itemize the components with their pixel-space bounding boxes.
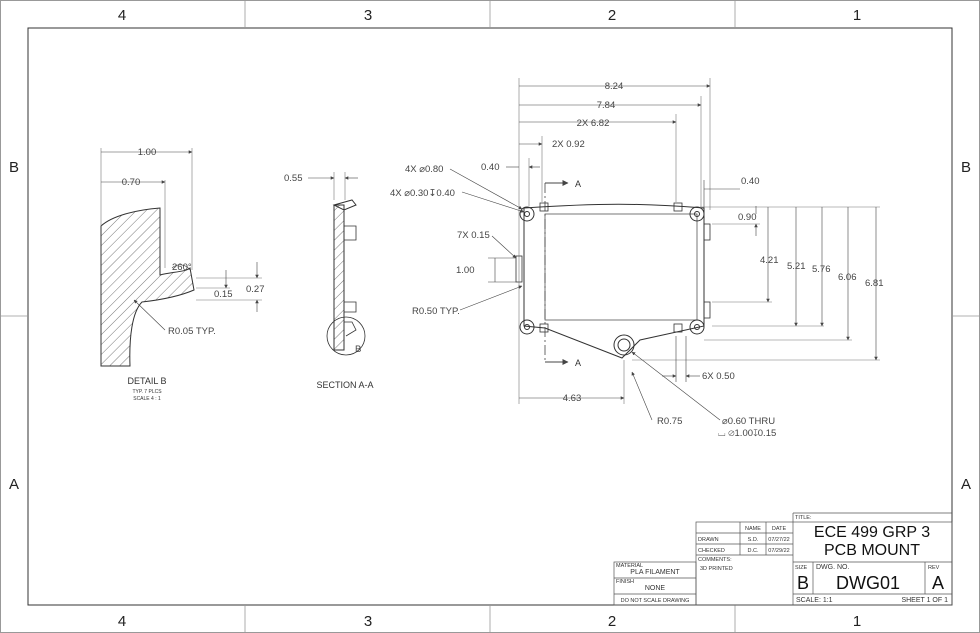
main-pocket	[544, 213, 698, 321]
tb-scale: SCALE: 1:1	[796, 597, 833, 604]
main-dim-6-82: 2X 6.82	[577, 118, 610, 129]
main-callout-thru-hole: ⌀0.60 THRU	[722, 416, 775, 427]
main-view: A A 8.24 7.84 2X 6.82 2X 0.92 0.40 4.63	[390, 78, 884, 439]
detail-b-view: 1.00 0.70 260° 0.15 0.27 R0.05 TYP. DETA…	[100, 147, 265, 402]
tb-title-line-1: ECE 499 GRP 3	[814, 524, 930, 541]
detail-b-subtitle-plcs: TYP. 7 PLCS	[132, 389, 162, 395]
detail-b-title: DETAIL B	[127, 376, 166, 386]
detail-b-dim-0-15: 0.15	[214, 289, 233, 300]
tb-date-header: DATE	[772, 526, 787, 532]
main-dim-4-63: 4.63	[563, 393, 582, 404]
main-dim-7-84: 7.84	[597, 100, 616, 111]
zone-col-2-top: 2	[608, 7, 616, 24]
section-aa-wall	[333, 204, 345, 351]
tb-material-label: MATERIAL	[616, 563, 643, 569]
main-callout-counterbore: ⌴ ⌀1.00↧0.15	[718, 428, 776, 439]
main-dim-4-21: 4.21	[760, 255, 779, 266]
tb-do-not-scale: DO NOT SCALE DRAWING	[621, 598, 690, 604]
section-aa-detail-label: B	[355, 344, 361, 355]
main-callout-r0-75: R0.75	[657, 416, 682, 427]
zone-col-1-top: 1	[853, 7, 861, 24]
tb-comments-value: 3D PRINTED	[700, 566, 733, 572]
tb-drawn-label: DRAWN	[698, 537, 719, 543]
main-dim-6-06: 6.06	[838, 272, 857, 283]
zone-col-2-bottom: 2	[608, 613, 616, 630]
main-dim-0-40-right: 0.40	[741, 176, 760, 187]
tb-material-value: PLA FILAMENT	[630, 569, 680, 576]
zone-row-b-left: B	[9, 159, 19, 176]
detail-b-subtitle-scale: SCALE 4 : 1	[133, 396, 161, 402]
detail-b-section-shape	[100, 207, 195, 367]
main-callout-hole-0-30: 4X ⌀0.30↧0.40	[390, 188, 455, 199]
section-aa-title: SECTION A-A	[316, 380, 373, 390]
section-arrow-a-bottom: A	[575, 358, 581, 368]
zone-col-4-top: 4	[118, 7, 126, 24]
detail-b-dim-0-27: 0.27	[246, 284, 265, 295]
tb-finish-value: NONE	[645, 585, 666, 592]
tb-rev-label: REV	[928, 565, 940, 571]
title-block	[613, 512, 953, 606]
tb-name-header: NAME	[745, 526, 761, 532]
zone-row-b-right: B	[961, 159, 971, 176]
detail-b-dim-0-70: 0.70	[122, 177, 141, 188]
zone-labels: 4 3 2 1 4 3 2 1 B B A A	[9, 7, 971, 630]
tb-checked-label: CHECKED	[698, 548, 725, 554]
zone-row-a-right: A	[961, 476, 971, 493]
tb-comments-label: COMMENTS:	[698, 557, 732, 563]
tb-checked-name: D.C.	[748, 548, 759, 554]
title-block-text: TITLE: ECE 499 GRP 3 PCB MOUNT NAME DATE…	[616, 515, 948, 604]
detail-b-dim-1-00: 1.00	[138, 147, 157, 158]
section-aa-dim-0-55: 0.55	[284, 173, 303, 184]
main-dim-5-76: 5.76	[812, 264, 831, 275]
tb-finish-label: FINISH	[616, 579, 634, 585]
tb-size-value: B	[797, 573, 809, 593]
zone-col-3-bottom: 3	[364, 613, 372, 630]
zone-col-4-bottom: 4	[118, 613, 126, 630]
main-callout-7x-0-15: 7X 0.15	[457, 230, 490, 241]
main-dim-8-24: 8.24	[605, 81, 624, 92]
tb-title-line-2: PCB MOUNT	[824, 542, 920, 559]
main-dim-5-21: 5.21	[787, 261, 806, 272]
inner-frame	[27, 27, 953, 606]
main-dim-0-92: 2X 0.92	[552, 139, 585, 150]
detail-b-dim-r0-05: R0.05 TYP.	[168, 326, 216, 337]
section-arrow-a-top: A	[575, 179, 581, 189]
main-outline	[523, 203, 705, 359]
main-dim-1-00: 1.00	[456, 265, 475, 276]
zone-col-1-bottom: 1	[853, 613, 861, 630]
tb-dwg-label: DWG. NO.	[816, 564, 849, 571]
zone-col-3-top: 3	[364, 7, 372, 24]
tb-sheet: SHEET 1 OF 1	[901, 597, 948, 604]
tb-dwg-value: DWG01	[836, 573, 900, 593]
zone-row-a-left: A	[9, 476, 19, 493]
tb-drawn-date: 07/27/22	[768, 537, 789, 543]
main-dim-6-81: 6.81	[865, 278, 884, 289]
main-dim-0-40-left: 0.40	[481, 162, 500, 173]
tb-rev-value: A	[932, 573, 944, 593]
tb-checked-date: 07/29/22	[768, 548, 789, 554]
section-aa-detail-circle	[326, 316, 366, 356]
detail-b-dim-angle: 260°	[172, 262, 192, 273]
main-callout-6x-0-50: 6X 0.50	[702, 371, 735, 382]
main-callout-r0-50: R0.50 TYP.	[412, 306, 460, 317]
tb-title-label: TITLE:	[795, 515, 812, 521]
section-aa-view: 0.55 B SECTION A-A	[284, 172, 374, 390]
main-callout-hole-0-80: 4X ⌀0.80	[405, 164, 443, 175]
mounting-holes	[519, 206, 705, 356]
main-dim-0-90: 0.90	[738, 212, 757, 223]
tb-size-label: SIZE	[795, 565, 808, 571]
tb-drawn-name: S.D.	[748, 537, 759, 543]
